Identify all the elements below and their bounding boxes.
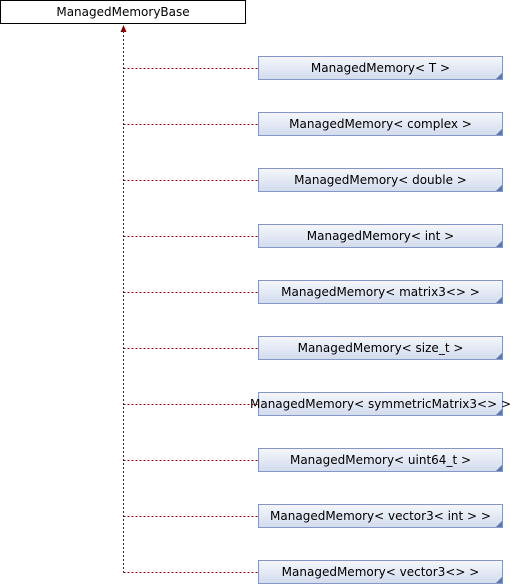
derived-class-node[interactable]: ManagedMemory< int > [258, 224, 503, 248]
derived-class-label: ManagedMemory< complex > [289, 117, 472, 131]
derived-class-node[interactable]: ManagedMemory< T > [258, 56, 503, 80]
derived-class-node[interactable]: ManagedMemory< symmetricMatrix3<> > [250, 392, 511, 416]
derived-class-label: ManagedMemory< vector3< int > > [270, 509, 491, 523]
derived-class-label: ManagedMemory< double > [294, 173, 467, 187]
node-corner-marker [496, 241, 502, 247]
node-corner-marker [496, 521, 502, 527]
node-corner-marker [496, 297, 502, 303]
derived-class-node[interactable]: ManagedMemory< size_t > [258, 336, 503, 360]
node-corner-marker [496, 353, 502, 359]
node-corner-marker [496, 73, 502, 79]
derived-class-label: ManagedMemory< T > [310, 61, 451, 75]
base-class-label: ManagedMemoryBase [56, 5, 190, 19]
node-corner-marker [496, 409, 502, 415]
node-corner-marker [496, 185, 502, 191]
derived-class-label: ManagedMemory< int > [306, 229, 455, 243]
derived-class-node[interactable]: ManagedMemory< vector3< int > > [258, 504, 503, 528]
derived-class-node[interactable]: ManagedMemory< matrix3<> > [258, 280, 503, 304]
derived-class-label: ManagedMemory< uint64_t > [289, 453, 472, 467]
derived-class-node[interactable]: ManagedMemory< vector3<> > [258, 560, 503, 584]
node-corner-marker [496, 577, 502, 583]
derived-class-label: ManagedMemory< vector3<> > [281, 565, 480, 579]
base-class-node[interactable]: ManagedMemoryBase [0, 0, 246, 24]
derived-class-node[interactable]: ManagedMemory< complex > [258, 112, 503, 136]
derived-class-label: ManagedMemory< size_t > [297, 341, 464, 355]
derived-class-node[interactable]: ManagedMemory< double > [258, 168, 503, 192]
node-corner-marker [496, 465, 502, 471]
node-corner-marker [496, 129, 502, 135]
inheritance-arrowhead-icon [120, 25, 127, 32]
derived-class-label: ManagedMemory< symmetricMatrix3<> > [249, 397, 511, 411]
derived-class-label: ManagedMemory< matrix3<> > [281, 285, 480, 299]
derived-class-node[interactable]: ManagedMemory< uint64_t > [258, 448, 503, 472]
